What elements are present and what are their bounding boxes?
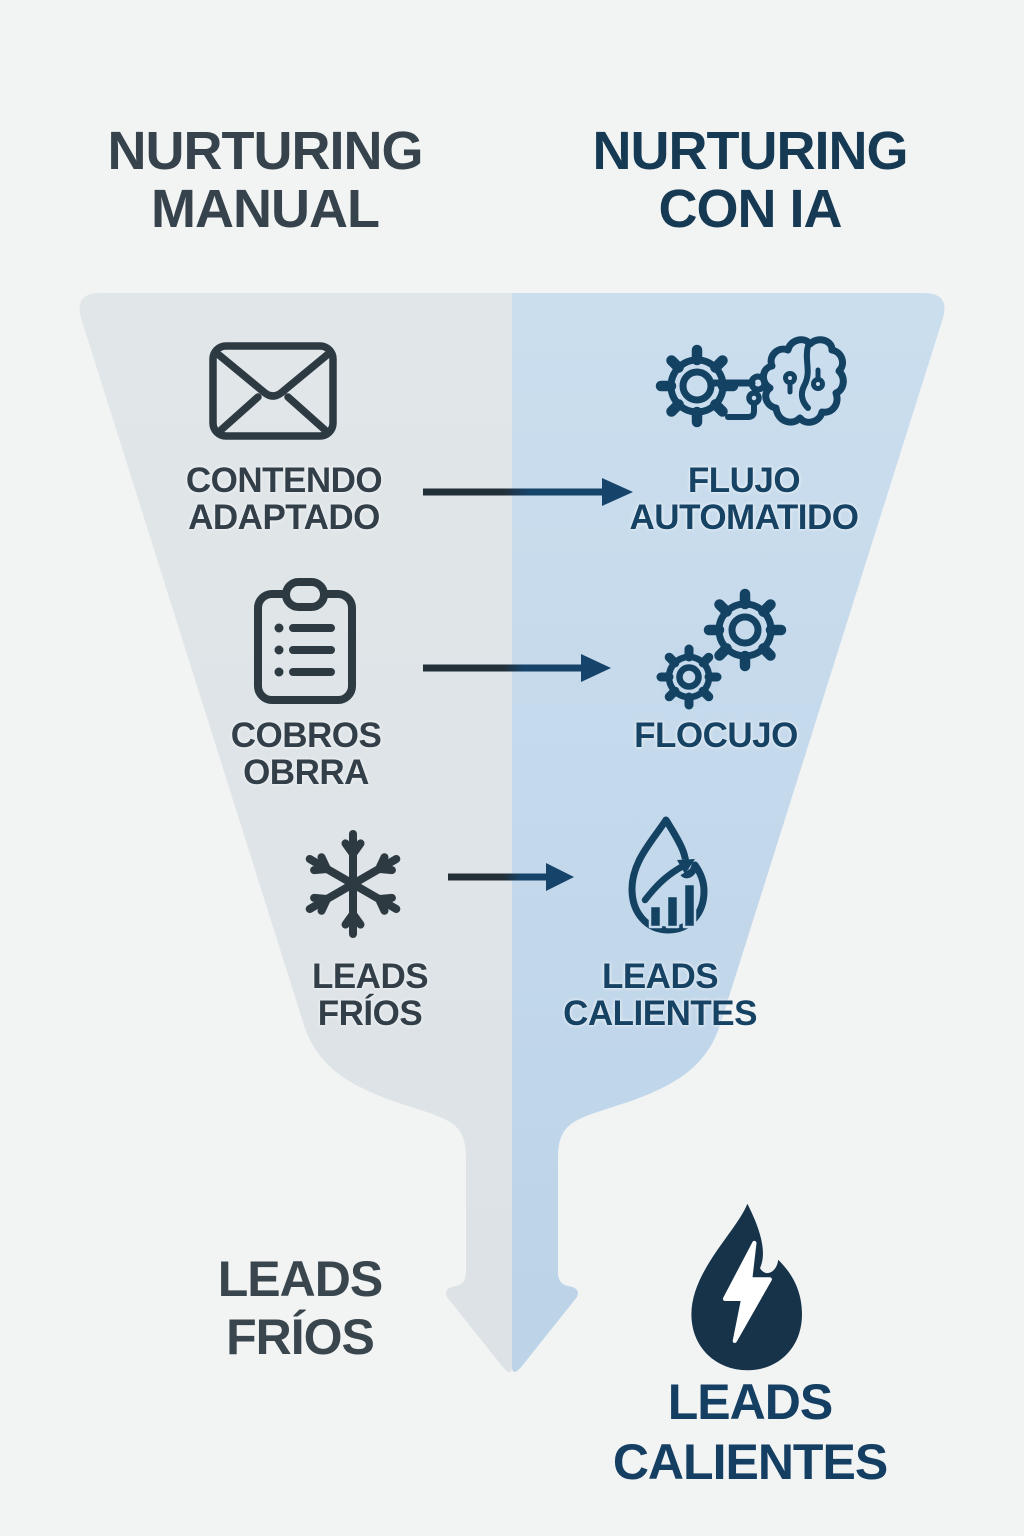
label-contendo-adaptado: CONTENDO ADAPTADO <box>139 462 429 536</box>
arrow-right-icon <box>423 478 633 506</box>
label-cobros-obrra: COBROS OBRRA <box>161 717 451 791</box>
label-line: LEADS <box>601 957 719 996</box>
clipboard-icon <box>254 578 356 704</box>
heading-manual-line1: NURTURING <box>107 121 424 181</box>
heading-con-ia: NURTURING CON IA <box>555 122 945 238</box>
funnel-right-half <box>512 293 945 1372</box>
snowflake-icon <box>305 830 401 938</box>
output-line: FRÍOS <box>226 1309 375 1365</box>
label-line: FLUJO <box>687 461 801 500</box>
label-line: ADAPTADO <box>188 498 380 537</box>
heading-con-ia-line1: NURTURING <box>592 121 909 181</box>
heading-manual-line2: MANUAL <box>151 179 380 239</box>
label-flujo-automatido: FLUJO AUTOMATIDO <box>599 462 889 536</box>
envelope-icon <box>209 342 337 440</box>
output-leads-frios: LEADS FRÍOS <box>110 1250 490 1366</box>
label-line: LEADS <box>311 957 429 996</box>
output-line: LEADS <box>667 1374 833 1430</box>
label-line: COBROS <box>230 716 382 755</box>
label-line: FLOCUJO <box>634 716 798 755</box>
label-line: CALIENTES <box>563 994 757 1033</box>
output-line: CALIENTES <box>612 1434 888 1490</box>
funnel-left-half <box>79 293 513 1372</box>
label-leads-frios: LEADS FRÍOS <box>225 958 515 1032</box>
label-flocujo: FLOCUJO <box>571 717 861 754</box>
output-leads-calientes: LEADS CALIENTES <box>560 1372 940 1492</box>
output-line: LEADS <box>217 1251 383 1307</box>
label-line: FRÍOS <box>317 994 423 1033</box>
gear-brain-icon <box>655 336 847 428</box>
double-gear-icon <box>656 588 787 710</box>
heading-con-ia-line2: CON IA <box>658 179 843 239</box>
arrow-right-icon <box>423 654 611 682</box>
label-line: AUTOMATIDO <box>629 498 859 537</box>
flame-bolt-icon <box>691 1203 802 1371</box>
label-leads-calientes: LEADS CALIENTES <box>515 958 805 1032</box>
flame-chart-icon <box>628 816 708 934</box>
label-line: CONTENDO <box>185 461 383 500</box>
arrow-right-icon <box>448 863 574 891</box>
heading-manual: NURTURING MANUAL <box>70 122 460 238</box>
label-line: OBRRA <box>243 753 369 792</box>
